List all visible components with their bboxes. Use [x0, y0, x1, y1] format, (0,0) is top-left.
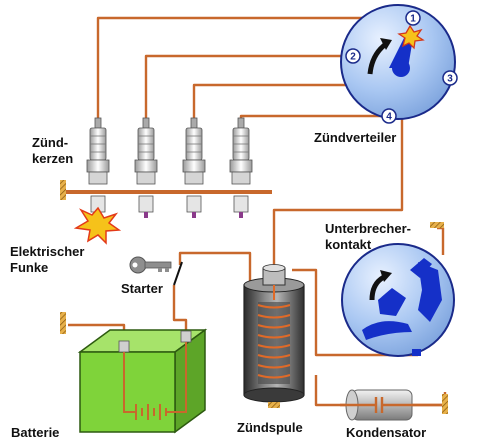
- terminal-1: 1: [405, 10, 421, 26]
- svg-text:1: 1: [410, 14, 416, 25]
- label-starter: Starter: [121, 281, 163, 296]
- wire-breaker-ground: [437, 226, 445, 255]
- rotor-spark-icon: [397, 24, 425, 50]
- breaker-cam: [378, 288, 406, 316]
- label-spark-1: Elektrischer: [10, 244, 84, 259]
- label-distributor: Zündverteiler: [314, 130, 396, 145]
- svg-text:2: 2: [350, 52, 356, 63]
- label-battery: Batterie: [11, 425, 59, 440]
- label-breaker-1: Unterbrecher-: [325, 221, 411, 236]
- label-spark-2: Funke: [10, 260, 48, 275]
- battery-terminal-plus: [180, 330, 192, 343]
- spark-plug-1: [86, 117, 110, 218]
- battery-cell-symbol: [123, 342, 187, 420]
- battery-terminal-minus: [118, 340, 130, 353]
- wire-battery-plus-starter: [172, 285, 188, 338]
- ground-rail: [60, 180, 272, 200]
- distributor: 1 2 3 4: [340, 4, 458, 124]
- rotation-arrow: [367, 41, 388, 75]
- wiring: [68, 16, 447, 407]
- spark-plug-4: [229, 117, 253, 218]
- coil-winding: [257, 285, 291, 379]
- wire-plug4-terminal4: [239, 114, 389, 125]
- spark-plug-3: [182, 117, 206, 218]
- label-coil: Zündspule: [237, 420, 303, 435]
- wire-plug2-terminal2: [144, 54, 353, 125]
- wire-coil-hv-distributor: [272, 75, 404, 270]
- label-breaker-2: kontakt: [325, 237, 372, 252]
- breaker-arm: [362, 321, 412, 340]
- breaker-contact: [341, 222, 455, 357]
- wire-coil-breaker: [292, 268, 418, 357]
- terminal-4: 4: [381, 108, 397, 124]
- label-condenser: Kondensator: [346, 425, 426, 440]
- terminal-3: 3: [442, 70, 458, 86]
- wire-starter-coil: [178, 251, 252, 285]
- label-spark-plugs-2: kerzen: [32, 151, 73, 166]
- breaker-lever: [418, 262, 442, 322]
- starter-switch: [173, 261, 183, 286]
- svg-text:4: 4: [386, 112, 392, 123]
- wire-plug1-terminal1: [96, 16, 413, 125]
- battery: [60, 312, 208, 434]
- ignition-coil: [243, 264, 305, 408]
- starter-key-icon: [129, 256, 172, 274]
- label-spark-plugs-1: Zünd-: [32, 135, 68, 150]
- terminal-2: 2: [345, 48, 361, 64]
- electric-spark-icon: [73, 206, 122, 245]
- condenser: [340, 389, 448, 421]
- spark-plug-2: [134, 117, 158, 218]
- svg-text:3: 3: [447, 74, 453, 85]
